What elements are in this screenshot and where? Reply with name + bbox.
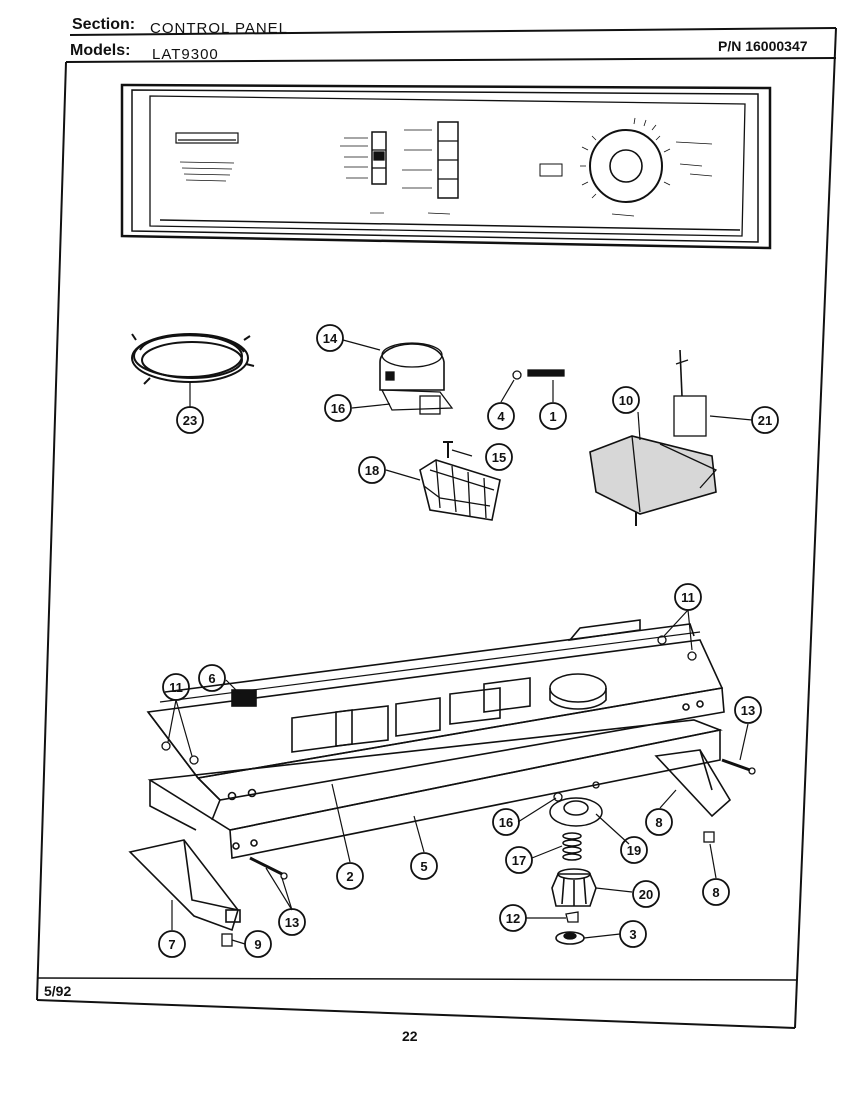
- callout-13-left: 13: [278, 908, 306, 936]
- svg-text:16: 16: [331, 401, 345, 416]
- callout-11-left: 11: [162, 673, 190, 701]
- svg-text:20: 20: [639, 887, 653, 902]
- part-7-end-bracket: [128, 839, 241, 932]
- part-3-knob-insert: [555, 931, 585, 945]
- svg-text:14: 14: [323, 331, 338, 346]
- callout-23: 23: [176, 406, 204, 434]
- callout-4: 4: [487, 402, 515, 430]
- part-9-clip-left: [221, 933, 233, 947]
- svg-text:16: 16: [499, 815, 513, 830]
- svg-text:15: 15: [492, 450, 506, 465]
- part-23-wire-harness: [131, 333, 255, 385]
- svg-text:1: 1: [549, 409, 556, 424]
- callout-21: 21: [751, 406, 779, 434]
- svg-text:8: 8: [712, 885, 719, 900]
- svg-text:4: 4: [497, 409, 505, 424]
- callout-15: 15: [485, 443, 513, 471]
- svg-text:11: 11: [681, 590, 695, 605]
- svg-text:8: 8: [655, 815, 662, 830]
- callout-2: 2: [336, 862, 364, 890]
- callout-20: 20: [632, 880, 660, 908]
- svg-text:21: 21: [758, 413, 772, 428]
- callout-leader-lines: [167, 339, 753, 945]
- svg-text:13: 13: [741, 703, 755, 718]
- page-number: 22: [402, 1028, 418, 1044]
- svg-text:18: 18: [365, 463, 379, 478]
- part-17-spring: [562, 832, 582, 861]
- revision-date: 5/92: [44, 983, 72, 999]
- control-panel-console: [120, 83, 772, 250]
- svg-text:2: 2: [346, 869, 353, 884]
- callout-13-right: 13: [734, 696, 762, 724]
- svg-text:9: 9: [254, 937, 261, 952]
- part-12-clip: [565, 911, 579, 923]
- callout-17: 17: [505, 846, 533, 874]
- wash-selector-buttons: [340, 121, 459, 215]
- models-label: Models:: [70, 42, 131, 59]
- part-21-timer-switch: [673, 349, 707, 437]
- callout-7: 7: [158, 930, 186, 958]
- part-11-washers-left: [161, 741, 199, 765]
- svg-text:23: 23: [183, 413, 197, 428]
- part-14-pressure-switch: [379, 342, 454, 415]
- diagram-frame: [36, 27, 837, 1029]
- part-4-ring: [512, 370, 522, 380]
- svg-text:10: 10: [619, 393, 633, 408]
- callout-14: 14: [316, 324, 344, 352]
- svg-text:7: 7: [168, 937, 175, 952]
- callout-1: 1: [539, 402, 567, 430]
- part-19-dial-skirt: [549, 797, 603, 827]
- svg-text:3: 3: [629, 927, 636, 942]
- part-1-strip: [527, 369, 565, 377]
- part-2-panel-plate: [146, 619, 725, 821]
- svg-text:17: 17: [512, 853, 526, 868]
- part-16-nut: [553, 781, 600, 802]
- svg-text:12: 12: [506, 911, 520, 926]
- part-11-washers-right: [657, 635, 697, 661]
- section-label: Section:: [72, 16, 136, 33]
- callout-19: 19: [620, 836, 648, 864]
- svg-text:11: 11: [169, 680, 183, 695]
- part-13-screw-right: [721, 758, 756, 775]
- part-15-screw: [443, 441, 453, 458]
- timer-dial-graphic: [580, 117, 713, 217]
- part-number: P/N 16000347: [718, 38, 808, 54]
- control-label-badge: [539, 163, 563, 177]
- models-value: LAT9300: [152, 46, 219, 63]
- brand-logo: [175, 132, 239, 144]
- svg-text:19: 19: [627, 843, 641, 858]
- part-8-clip-right: [703, 831, 715, 843]
- callout-18: 18: [358, 456, 386, 484]
- callout-8-top: 8: [645, 808, 673, 836]
- callout-numbers: 1 2 3 4 5 6 7 8 8 9 10 11 11 12 13 13 14…: [158, 324, 779, 958]
- callout-3: 3: [619, 920, 647, 948]
- callout-6: 6: [198, 664, 226, 692]
- part-20-knob: [551, 868, 597, 907]
- callout-5: 5: [410, 852, 438, 880]
- callout-11-right: 11: [674, 583, 702, 611]
- part-8-side-bracket: [654, 749, 732, 818]
- svg-text:5: 5: [420, 859, 427, 874]
- callout-10: 10: [612, 386, 640, 414]
- callout-16-top: 16: [324, 394, 352, 422]
- callout-16-bottom: 16: [492, 808, 520, 836]
- part-22-switch-block: [419, 459, 501, 521]
- callout-8-bottom: 8: [702, 878, 730, 906]
- callout-12: 12: [499, 904, 527, 932]
- part-10-timer: [589, 435, 718, 526]
- part-5-support-rail: [147, 719, 723, 859]
- part-13-screw-left: [249, 856, 288, 880]
- svg-text:6: 6: [208, 671, 215, 686]
- svg-text:13: 13: [285, 915, 299, 930]
- callout-9: 9: [244, 930, 272, 958]
